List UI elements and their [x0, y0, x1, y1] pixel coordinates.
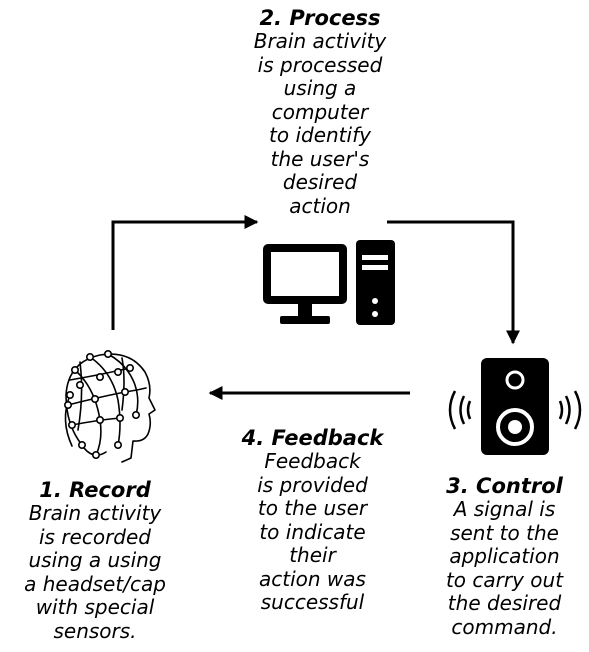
text-line: sensors. — [53, 618, 137, 643]
text-line: Brain activity — [28, 501, 162, 525]
text-line: the user's — [270, 146, 370, 171]
text-line: to identify — [269, 123, 371, 147]
step-process-description: Brain activity is processed using a comp… — [200, 29, 440, 218]
text-line: computer — [271, 99, 369, 124]
step-process: 2. Process Brain activity is processed u… — [200, 6, 440, 218]
step-record-title: 1. Record — [39, 478, 151, 502]
arrow-record-to-process — [111, 215, 259, 330]
text-line: is processed — [257, 52, 383, 77]
text-line: the desired — [447, 591, 562, 615]
text-line: sent to the — [450, 520, 559, 545]
eeg-headset-icon — [64, 349, 156, 463]
text-line: a headset/cap — [24, 571, 166, 596]
text-line: with special — [35, 595, 155, 619]
text-line: command. — [451, 614, 558, 639]
text-line: A signal is — [453, 497, 556, 521]
step-control-title: 3. Control — [446, 474, 563, 498]
text-line: to carry out — [445, 567, 564, 592]
step-record-description: Brain activity is recorded using a using… — [0, 501, 190, 643]
text-line: their — [289, 543, 336, 567]
text-line: desired — [282, 170, 358, 194]
text-line: to the user — [257, 496, 368, 520]
step-feedback-title: 4. Feedback — [241, 426, 384, 450]
computer-icon — [263, 240, 395, 325]
step-process-title: 2. Process — [259, 6, 381, 30]
speaker-icon — [448, 358, 582, 455]
step-control: 3. Control A signal is sent to the appli… — [420, 474, 589, 639]
text-line: is provided — [257, 472, 368, 497]
text-line: Brain activity — [253, 29, 387, 53]
text-line: to indicate — [259, 519, 366, 544]
step-control-description: A signal is sent to the application to c… — [420, 497, 589, 639]
text-line: using a using — [28, 548, 162, 572]
text-line: application — [449, 544, 560, 568]
text-line: Feedback — [264, 449, 361, 473]
text-line: action — [289, 193, 351, 218]
text-line: action was — [259, 566, 366, 591]
text-line: is recorded — [38, 524, 151, 549]
arrow-process-to-control — [387, 220, 520, 345]
step-feedback-description: Feedback is provided to the user to indi… — [205, 449, 420, 615]
text-line: successful — [260, 590, 365, 614]
step-record: 1. Record Brain activity is recorded usi… — [0, 478, 190, 643]
step-feedback: 4. Feedback Feedback is provided to the … — [205, 426, 420, 615]
text-line: using a — [283, 76, 357, 100]
